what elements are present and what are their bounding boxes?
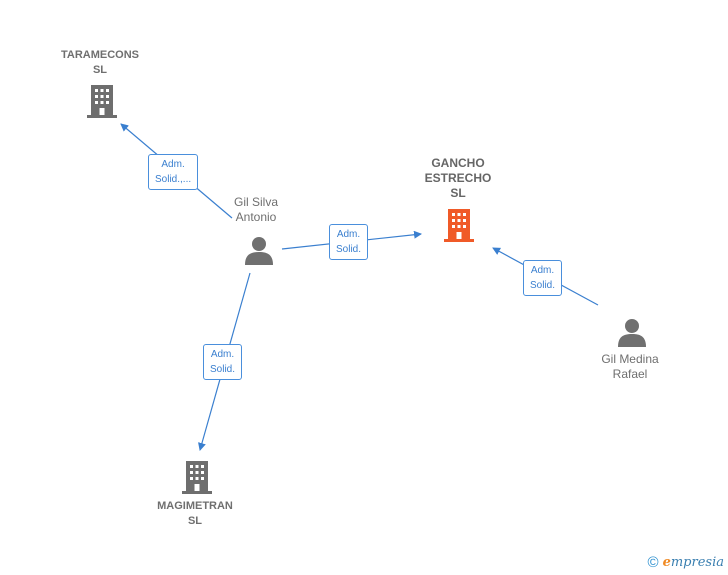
edge-label-adm-solid[interactable]: Adm. Solid. [329,224,369,260]
empresia-logo[interactable]: empresia [663,555,724,570]
person-icon[interactable] [244,236,274,266]
building-icon[interactable] [181,460,213,494]
edge-label-adm-solid[interactable]: Adm. Solid.,... [148,154,199,190]
node-label-gancho-estrecho[interactable]: GANCHO ESTRECHO SL [424,156,492,200]
node-label-gil-silva-antonio[interactable]: Gil Silva Antonio [233,195,278,224]
person-icon[interactable] [617,318,647,348]
node-label-taramecons[interactable]: TARAMECONS SL [60,49,139,76]
edge-label-adm-solid[interactable]: Adm. Solid. [523,260,563,296]
node-label-magimetran[interactable]: MAGIMETRAN SL [157,500,233,527]
edge-label-adm-solid[interactable]: Adm. Solid. [203,344,243,380]
copyright-icon: © [647,554,659,571]
node-label-gil-medina-rafael[interactable]: Gil Medina Rafael [601,352,659,381]
building-icon-focus[interactable] [443,208,475,242]
logo-letter: e [662,555,671,570]
building-icon[interactable] [86,84,118,118]
logo-text: mpresia [670,555,724,570]
footer-brand: © empresia [648,554,724,571]
